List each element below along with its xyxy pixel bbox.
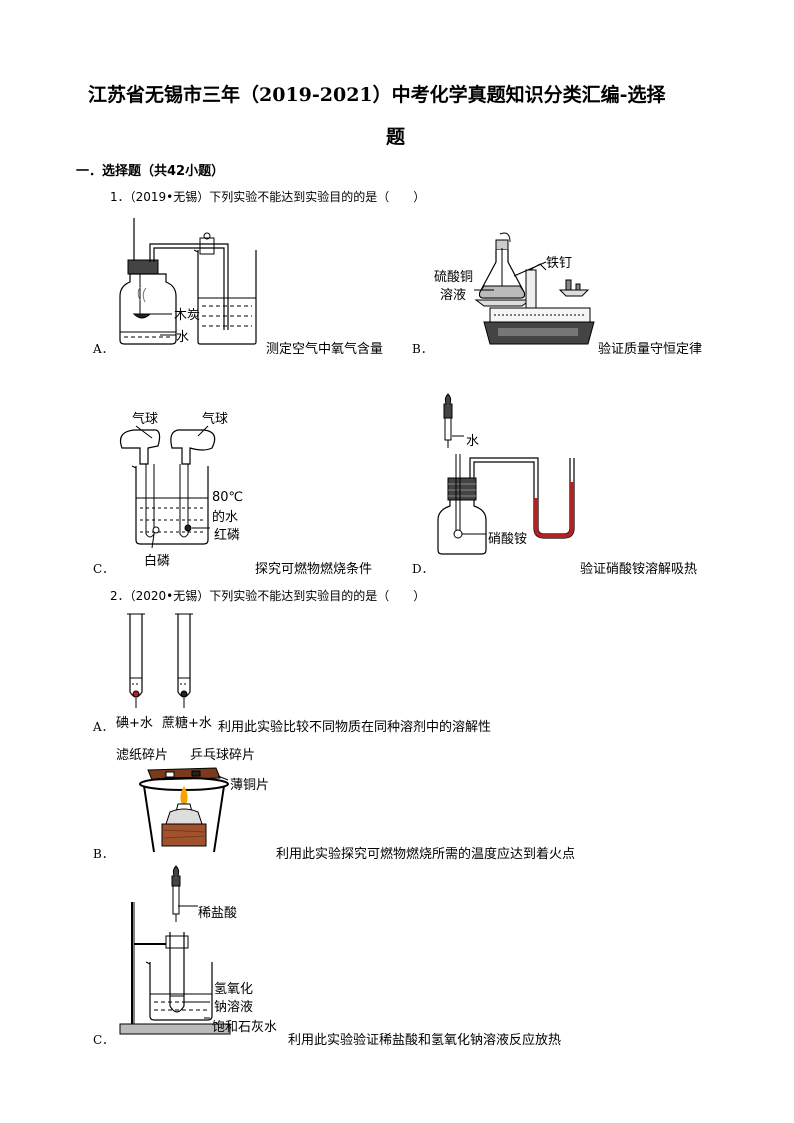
q2-option-c-stand-figure [119,865,231,1035]
q1d-water-label: 水 [466,434,480,449]
page-title-continued: 题 [386,126,406,148]
question-1-stem: 1．（2019•无锡）下列实验不能达到实验目的的是（ ） [110,190,426,204]
q2-option-b-tripod-figure [139,767,229,853]
q1-option-c-caption: 探究可燃物燃烧条件 [255,562,373,577]
q2c-limewater-label: 饱和石灰水 [212,1020,278,1035]
q1b-solution-label: 溶液 [440,288,467,303]
question-2-stem: 2．（2020•无锡）下列实验不能达到实验目的的是（ ） [110,589,426,603]
q2c-naoh-label-line1: 氢氧化 [214,982,254,997]
q2c-hcl-label: 稀盐酸 [198,906,238,921]
q1-option-a-letter[interactable]: A． [93,342,114,356]
q1-option-a-caption: 测定空气中氧气含量 [266,342,384,357]
q2c-naoh-label-line2: 钠溶液 [214,1000,254,1015]
q1b-nail-label: 铁钉 [546,256,573,271]
q2b-filter-paper-label: 滤纸碎片 [116,748,169,763]
q1-option-c-beaker-figure [119,425,216,549]
q2b-copper-plate-label: 薄铜片 [230,778,270,793]
q1c-balloon-left-label: 气球 [132,412,159,427]
section-header: 一．选择题（共42小题） [76,164,225,179]
q1a-charcoal-label: 木炭 [174,308,201,323]
q2-option-a-letter[interactable]: A． [93,720,114,734]
q1-option-d-flask-figure [437,393,575,555]
q1-option-b-letter[interactable]: B． [412,342,433,356]
q2-option-c-caption: 利用此实验验证稀盐酸和氢氧化钠溶液反应放热 [288,1033,562,1048]
q1c-white-phosphorus-label: 白磷 [144,554,171,569]
q2b-pingpong-label: 乒乓球碎片 [190,748,256,763]
q1-option-a-apparatus-figure [119,218,257,345]
q2-option-a-caption: 利用此实验比较不同物质在同种溶剂中的溶解性 [218,720,492,735]
q2-option-a-test-tubes-figure [127,613,193,708]
q1-option-b-caption: 验证质量守恒定律 [598,342,703,357]
q1-option-d-letter[interactable]: D． [412,562,434,576]
page-title: 江苏省无锡市三年（2019-2021）中考化学真题知识分类汇编-选择 [88,84,666,106]
q1b-cuso4-label: 硫酸铜 [434,270,474,285]
q2-option-b-letter[interactable]: B． [93,847,114,861]
q2a-sucrose-water-label: 蔗糖+水 [162,716,212,731]
q2-option-c-letter[interactable]: C． [93,1033,115,1047]
q1-option-d-caption: 验证硝酸铵溶解吸热 [580,562,698,577]
q1-option-c-letter[interactable]: C． [93,562,115,576]
q1c-balloon-right-label: 气球 [202,412,229,427]
q2a-iodine-water-label: 碘+水 [116,716,153,731]
q1-option-b-balance-figure [474,232,595,345]
q1c-water-label: 的水 [212,510,239,525]
q1c-temperature-label: 80℃ [212,490,244,505]
q1a-water-label: 水 [176,330,190,345]
q2-option-b-caption: 利用此实验探究可燃物燃烧所需的温度应达到着火点 [276,847,576,862]
q1d-nh4no3-label: 硝酸铵 [488,532,528,547]
q1c-red-phosphorus-label: 红磷 [214,528,241,543]
